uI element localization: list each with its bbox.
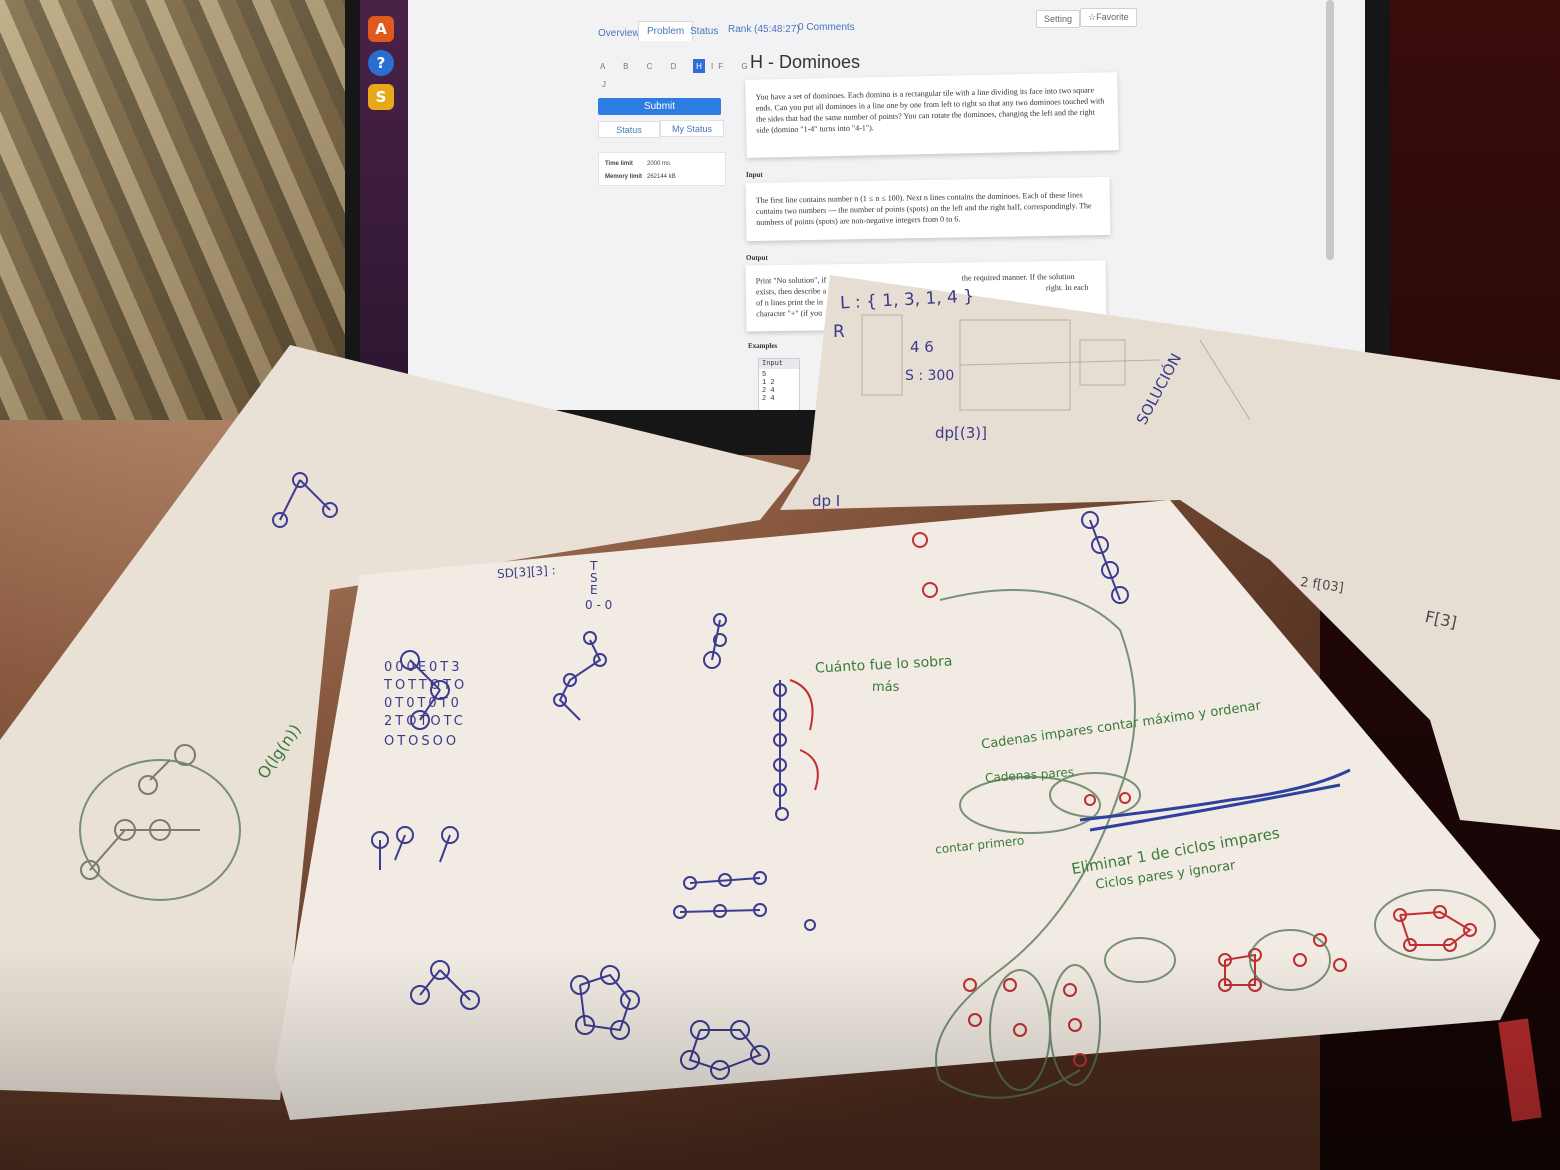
note-mas: más	[872, 680, 900, 695]
note-r-values: 4 6	[910, 338, 934, 356]
tab-overview[interactable]: Overview	[598, 28, 640, 39]
tab-problem[interactable]: Problem	[638, 21, 694, 41]
sublime-icon[interactable]: S	[368, 84, 394, 110]
red-notebook-edge	[1498, 1018, 1542, 1122]
setting-button[interactable]: Setting	[1036, 10, 1081, 28]
example-line: 2 4	[762, 395, 775, 403]
grid-row-3: 0T0T0T0	[384, 696, 462, 711]
scrollbar[interactable]	[1326, 0, 1334, 260]
submit-button[interactable]: Submit	[598, 98, 721, 115]
note-tse: T S E	[590, 559, 598, 597]
example-line: 2 4	[762, 387, 775, 395]
time-limit-label: Time limit	[605, 161, 633, 167]
example-line: 5	[762, 371, 767, 379]
memory-limit-label: Memory limit	[605, 174, 643, 180]
page-title: H - Dominoes	[750, 52, 861, 72]
favorite-button[interactable]: ☆Favorite	[1080, 8, 1137, 27]
grid-row-5: OTOSOO	[384, 734, 460, 749]
note-r: R	[833, 322, 845, 342]
bottom-shadow	[0, 950, 1560, 1170]
problem-letters[interactable]: A B C D E F G	[600, 62, 756, 71]
time-limit-value: 2000 ms	[647, 161, 671, 167]
right-sheet-sketch	[861, 314, 1251, 421]
problem-letter-active[interactable]: H	[693, 59, 705, 73]
note-oo: 0 - 0	[585, 598, 613, 612]
red-cycle-doodles	[789, 532, 1477, 1067]
tab-comments[interactable]: 0 Comments	[798, 22, 855, 33]
example-input-label: Input	[759, 359, 799, 369]
example-input-box: Input 5 1 2 2 4 2 4	[758, 358, 800, 410]
memory-limit-value: 262144 kB	[647, 174, 676, 180]
app-icon[interactable]: A	[368, 16, 394, 42]
my-status-button[interactable]: My Status	[660, 120, 724, 137]
grid-row-4: 2TOTOTC	[384, 714, 466, 729]
examples-heading: Examples	[748, 342, 778, 350]
grid-row-2: TOTTOTO	[384, 678, 468, 693]
help-icon[interactable]: ?	[368, 50, 394, 76]
blue-scribble	[1079, 768, 1351, 832]
limits-panel: Time limit 2000 ms Memory limit 262144 k…	[598, 152, 726, 186]
graph-doodles	[272, 472, 1129, 1080]
left-sheet-sketch	[80, 744, 200, 880]
note-dp: dp[(3)]	[935, 424, 987, 442]
input-heading: Input	[746, 171, 763, 179]
right-paper-sheet	[780, 275, 1560, 830]
note-dp-i: dp I	[812, 492, 841, 510]
grid-row-1: 000E0T3	[384, 660, 463, 675]
tab-rank[interactable]: Rank (45:48:27)	[728, 24, 800, 35]
example-input-lines: 5 1 2 2 4 2 4	[759, 369, 799, 405]
example-line: 1 2	[762, 379, 775, 387]
tab-status[interactable]: Status	[690, 26, 719, 37]
left-paper-sheet	[0, 345, 800, 1100]
status-button[interactable]: Status	[598, 121, 660, 138]
problem-letter-row2[interactable]: J	[602, 80, 614, 89]
output-heading: Output	[746, 254, 768, 262]
note-s-300: S : 300	[905, 368, 955, 384]
problem-letter-next[interactable]: I	[711, 62, 722, 71]
